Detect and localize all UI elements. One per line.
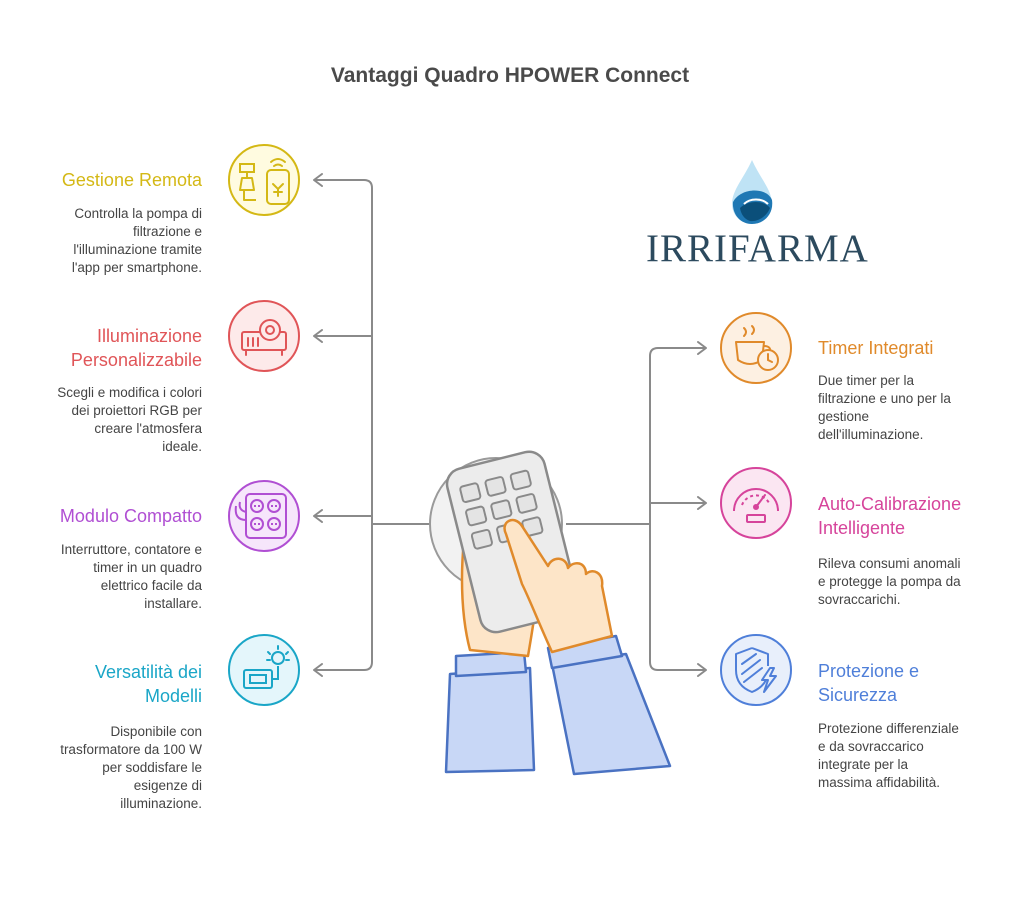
feature-desc-right-2-line: sovraccarichi. bbox=[818, 592, 901, 607]
right-branch-line bbox=[649, 661, 706, 671]
connectors bbox=[313, 173, 707, 677]
icon-layer bbox=[228, 144, 792, 706]
arrow-head-icon bbox=[313, 663, 323, 677]
feature-desc-right-2-line: e protegge la pompa da bbox=[818, 574, 961, 589]
feature-title-right-2-line: Intelligente bbox=[818, 518, 906, 538]
feature-title-left-2-line: Personalizzabile bbox=[70, 350, 202, 370]
gauge-icon bbox=[720, 467, 792, 539]
feature-desc-left-4-line: esigenze di bbox=[133, 778, 202, 793]
feature-desc-right-3: Protezione differenziale e da sovraccaric… bbox=[818, 720, 1008, 792]
feature-title-left-1-line: Gestione Remota bbox=[61, 170, 202, 190]
feature-desc-left-1-line: Controlla la pompa di bbox=[74, 206, 202, 221]
feature-title-left-3: Modulo Compatto bbox=[12, 504, 202, 528]
feature-desc-left-4-line: per soddisfare le bbox=[102, 760, 202, 775]
feature-desc-left-2-line: dei proiettori RGB per bbox=[71, 403, 202, 418]
feature-desc-left-3-line: Interruttore, contatore e bbox=[60, 542, 202, 557]
feature-desc-left-4: Disponibile con trasformatore da 100 W per… bbox=[12, 723, 202, 813]
shield-bolt-icon bbox=[720, 634, 792, 706]
feature-desc-right-1-line: Due timer per la bbox=[818, 373, 915, 388]
arrow-head-icon bbox=[313, 173, 323, 187]
feature-desc-left-2-line: creare l'atmosfera bbox=[94, 421, 202, 436]
feature-title-right-3-line: Sicurezza bbox=[818, 685, 898, 705]
feature-desc-left-4-line: trasformatore da 100 W bbox=[60, 742, 202, 757]
hand-remote-illustration bbox=[429, 450, 672, 776]
feature-desc-left-3: Interruttore, contatore e timer in un qua… bbox=[12, 541, 202, 613]
right-branch-line bbox=[649, 347, 706, 357]
feature-title-left-4-line: Modelli bbox=[144, 686, 202, 706]
feature-desc-left-3-line: elettrico facile da bbox=[100, 578, 202, 593]
feature-title-right-3-line: Protezione e bbox=[818, 661, 920, 681]
feature-desc-left-1: Controlla la pompa di filtrazione e l'illu… bbox=[12, 205, 202, 277]
feature-desc-left-1-line: l'app per smartphone. bbox=[71, 260, 202, 275]
power-panel-icon bbox=[228, 480, 300, 552]
feature-desc-right-1-line: filtrazione e uno per la bbox=[818, 391, 951, 406]
feature-desc-right-3-line: e da sovraccarico bbox=[818, 739, 924, 754]
feature-desc-right-3-line: massima affidabilità. bbox=[818, 775, 941, 790]
feature-desc-left-3-line: installare. bbox=[144, 596, 202, 611]
left-branch-line bbox=[314, 179, 373, 189]
feature-title-left-4-line: Versatilità dei bbox=[94, 662, 202, 682]
left-branch-line bbox=[314, 661, 373, 671]
feature-title-left-3-line: Modulo Compatto bbox=[59, 506, 202, 526]
projector-icon bbox=[228, 300, 300, 372]
transformer-bulb-icon bbox=[228, 634, 300, 706]
feature-desc-left-1-line: filtrazione e bbox=[132, 224, 202, 239]
logo-drop-icon bbox=[732, 160, 773, 224]
arrow-head-icon bbox=[697, 341, 707, 355]
remote-phone-icon bbox=[228, 144, 300, 216]
cup-clock-icon bbox=[720, 312, 792, 384]
arrow-head-icon bbox=[697, 496, 707, 510]
feature-desc-left-4-line: Disponibile con bbox=[110, 724, 202, 739]
feature-desc-right-3-line: integrate per la bbox=[818, 757, 909, 772]
feature-desc-left-2-line: Scegli e modifica i colori bbox=[57, 385, 202, 400]
feature-desc-right-2: Rileva consumi anomali e protegge la pomp… bbox=[818, 555, 1008, 609]
feature-desc-left-2-line: ideale. bbox=[162, 439, 202, 454]
feature-desc-left-3-line: timer in un quadro bbox=[93, 560, 202, 575]
feature-desc-right-3-line: Protezione differenziale bbox=[818, 721, 959, 736]
feature-title-right-3: Protezione e Sicurezza bbox=[818, 659, 1008, 707]
feature-desc-right-1: Due timer per la filtrazione e uno per la… bbox=[818, 372, 1008, 444]
feature-desc-right-1-line: dell'illuminazione. bbox=[818, 427, 924, 442]
feature-title-left-2-line: Illuminazione bbox=[96, 326, 202, 346]
feature-desc-left-2: Scegli e modifica i colori dei proiettori… bbox=[12, 384, 202, 456]
feature-desc-left-1-line: l'illuminazione tramite bbox=[73, 242, 202, 257]
feature-title-right-2-line: Auto-Calibrazione bbox=[818, 494, 962, 514]
arrow-head-icon bbox=[313, 509, 323, 523]
feature-desc-right-2-line: Rileva consumi anomali bbox=[818, 556, 961, 571]
logo-wordmark: IRRIFARMA bbox=[646, 227, 869, 270]
feature-desc-right-1-line: gestione bbox=[818, 409, 870, 424]
feature-desc-left-4-line: illuminazione. bbox=[120, 796, 202, 811]
arrow-head-icon bbox=[313, 329, 323, 343]
feature-title-right-1-line: Timer Integrati bbox=[818, 338, 934, 358]
arrow-head-icon bbox=[697, 663, 707, 677]
page-title: Vantaggi Quadro HPOWER Connect bbox=[330, 64, 690, 87]
feature-title-right-1: Timer Integrati bbox=[818, 336, 1008, 360]
feature-title-left-1: Gestione Remota bbox=[12, 168, 202, 192]
